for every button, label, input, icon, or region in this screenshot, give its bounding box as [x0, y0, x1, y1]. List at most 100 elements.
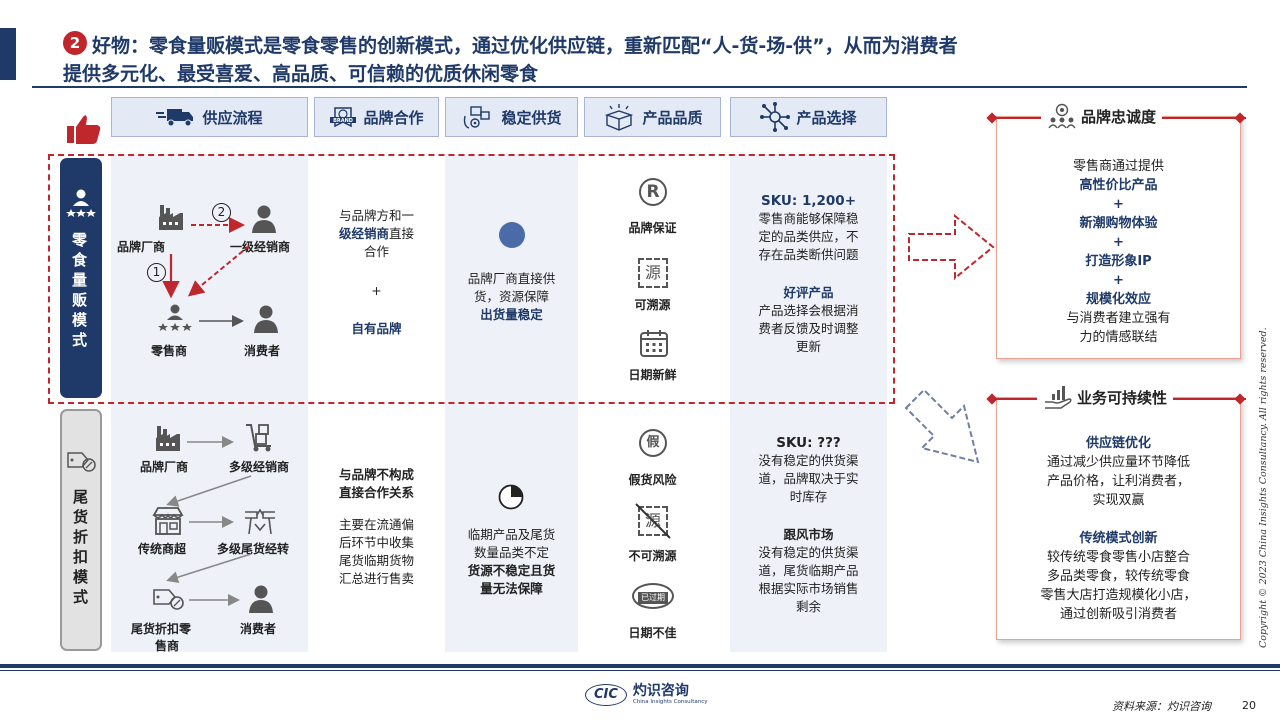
title-badge: 2: [63, 31, 87, 55]
sale-tag-icon: [67, 452, 96, 472]
loyalty-p3: +: [1113, 273, 1124, 288]
bottom-brand-d1: 主要在流通偏: [338, 517, 414, 532]
loyalty-l7: 力的情感联结: [1079, 330, 1158, 345]
dealer-person-icon: [252, 205, 276, 233]
sustain-a1: 通过减少供应量环节降低: [1046, 455, 1190, 470]
sustain-dot-left: [986, 393, 998, 405]
arrow-to-sustain: [904, 388, 980, 464]
source-trace-icon: 源: [638, 258, 668, 288]
factory-icon-bottom: [156, 426, 180, 451]
header-stable-label: 稳定供货: [501, 108, 562, 127]
header-choice: 产品选择: [730, 97, 887, 137]
top-choice-text: SKU: 1,200+ 零售商能够保障稳 定的品类供应，不 存在品类断供问题 好…: [730, 192, 887, 356]
quarter-circle-rating: [498, 484, 524, 510]
bottom-choice-text: SKU: ??? 没有稳定的供货渠 道，品牌取决于实 时库存 跟风市场 没有稳定…: [730, 434, 887, 616]
bottom-consumer-label: 消费者: [240, 622, 277, 636]
bottom-choice-f3: 根据实际市场销售: [758, 581, 859, 596]
top-flow-arrows: [162, 217, 250, 327]
step-2-circle: 2: [212, 203, 231, 222]
transfer-hands-icon: [245, 508, 275, 535]
header-quality-label: 产品品质: [642, 108, 703, 127]
top-stable-l2: 货，资源保障: [473, 289, 549, 304]
sustain-a3: 实现双赢: [1092, 493, 1145, 508]
expired-stamp-icon: 已过期: [632, 583, 674, 609]
top-brand-text: 与品牌方和一 级经销商直接 合作: [314, 207, 439, 261]
header-quality: 产品品质: [584, 97, 721, 137]
top-choice-d3: 存在品类断供问题: [758, 247, 859, 262]
sale-tag-icon-bottom: [153, 589, 184, 610]
top-brand-l3: 合作: [363, 244, 389, 259]
bottom-dealer-label: 多级经销商: [229, 460, 290, 474]
top-choice-g2: 费者反馈及时调整: [758, 321, 859, 336]
top-choice-good: 好评产品: [783, 285, 834, 300]
bottom-stable-l1: 临期产品及尾货: [467, 527, 556, 542]
bottom-tail-label-2: 售商: [155, 639, 180, 653]
top-choice-g3: 更新: [795, 339, 821, 354]
top-choice-sku: SKU: 1,200+: [760, 193, 857, 209]
bottom-brand-d2: 后环节中收集: [338, 535, 414, 550]
copyright-text: Copyright © 2023 China Insights Consulta…: [1258, 327, 1269, 648]
bottom-brand-d4: 汇总进行售卖: [338, 571, 414, 586]
page-title-line-1: 好物：零食量贩模式是零食零售的创新模式，通过优化供应链，重新匹配“人-货-场-供…: [92, 35, 958, 57]
registered-icon: R: [639, 178, 667, 206]
sustain-b4: 通过创新吸引消费者: [1059, 607, 1177, 622]
quality-box-icon: [605, 104, 634, 131]
loyalty-l4: 打造形象IP: [1085, 254, 1152, 269]
bottom-choice-f2: 道，尾货临期产品: [758, 563, 859, 578]
delivery-truck-icon: [156, 109, 194, 127]
top-stable-l3: 出货量稳定: [480, 307, 543, 322]
loyalty-p1: +: [1113, 197, 1124, 212]
bottom-quality-fake: 假货风险: [628, 473, 677, 487]
sustain-dot-right: [1234, 393, 1246, 405]
consumer-person-icon-bottom: [249, 585, 273, 613]
cic-logo-mark: CIC: [585, 684, 627, 706]
consumer-person-icon: [254, 305, 278, 333]
step-1-circle: 1: [147, 263, 166, 282]
retailer-team-icon: [158, 304, 192, 331]
sustain-a2: 产品价格，让利消费者，: [1046, 474, 1190, 489]
sustain-b1: 较传统零食零售小店整合: [1046, 550, 1190, 565]
factory-icon: [159, 205, 183, 230]
loyalty-content: 零售商通过提供 高性价比产品 + 新潮购物体验 + 打造形象IP + 规模化效应…: [997, 157, 1240, 347]
footer-line-thin: [0, 670, 1280, 671]
loyalty-title: 品牌忠诚度: [1081, 107, 1157, 126]
bottom-factory-label: 品牌厂商: [140, 460, 189, 474]
sustain-h1: 供应链优化: [1085, 436, 1151, 451]
row-label-top: 零食量贩模式: [60, 158, 102, 398]
full-circle-rating: [499, 222, 525, 248]
row-label-bottom-text: 尾货折扣模式: [71, 489, 89, 609]
top-choice-d2: 定的品类供应，不: [758, 229, 859, 244]
bottom-choice-d2: 道，品牌取决于实: [758, 471, 859, 486]
footer-source: 资料来源：灼识咨询: [1112, 700, 1211, 713]
header-brand-label: 品牌合作: [363, 108, 424, 127]
team-people-icon: [66, 189, 96, 217]
bottom-brand-text: 与品牌不构成 直接合作关系 主要在流通偏 后环节中收集 尾货临期货物 汇总进行售…: [314, 466, 439, 588]
thumbs-up-icon: [67, 115, 101, 144]
top-stable-text: 品牌厂商直接供 货，资源保障 出货量稳定: [445, 270, 578, 324]
expired-stamp-text: 已过期: [638, 592, 668, 604]
top-quality-trace: 可溯源: [634, 298, 671, 312]
bottom-choice-f1: 没有稳定的供货渠: [758, 545, 859, 560]
brand-badge-icon: BRAND: [330, 107, 357, 128]
bottom-quality-untrace: 不可溯源: [628, 549, 677, 563]
bottom-flow-arrows: [166, 436, 252, 606]
sustain-b2: 多品类零食，较传统零食: [1046, 569, 1190, 584]
top-choice-g1: 产品选择会根据消: [758, 303, 859, 318]
loyalty-l2: 高性价比产品: [1079, 178, 1158, 193]
bottom-choice-d1: 没有稳定的供货渠: [758, 453, 859, 468]
bottom-brand-t2: 直接合作关系: [338, 485, 414, 500]
sustain-box: 业务可持续性 供应链优化 通过减少供应量环节降低 产品价格，让利消费者， 实现双…: [986, 384, 1246, 640]
bottom-multi-label: 多级尾货经转: [217, 542, 290, 556]
top-brand-own: 自有品牌: [351, 321, 402, 336]
brand-badge-text: BRAND: [334, 118, 354, 124]
sustain-title-wrap: 业务可持续性: [1037, 384, 1174, 410]
loyalty-dot-right: [1234, 112, 1246, 124]
top-retailer-label: 零售商: [151, 344, 188, 358]
title-underline: [32, 86, 1247, 88]
loyalty-l5: 规模化效应: [1085, 292, 1151, 307]
bottom-choice-d3: 时库存: [789, 489, 828, 504]
bottom-choice-sku: SKU: ???: [776, 435, 841, 451]
store-front-icon: [152, 507, 184, 535]
sustain-content: 供应链优化 通过减少供应量环节降低 产品价格，让利消费者， 实现双赢 传统模式创…: [997, 434, 1240, 624]
page-number: 20: [1242, 699, 1256, 712]
